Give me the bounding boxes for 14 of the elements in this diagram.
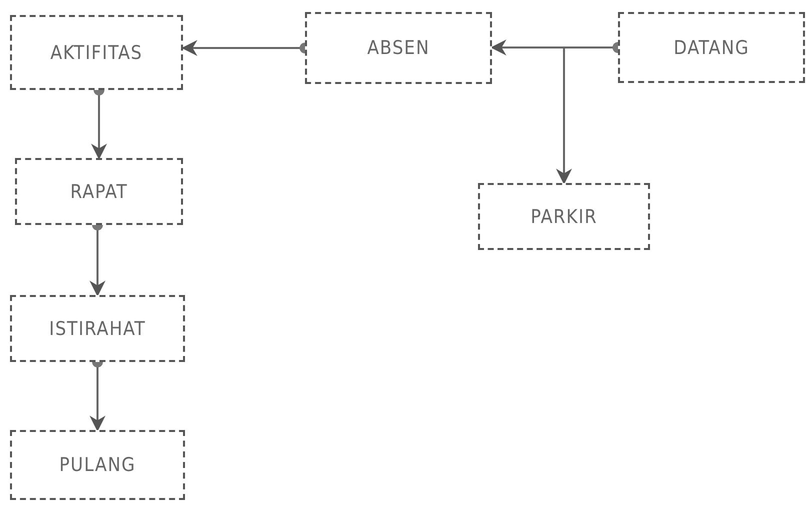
process-box [10,430,185,500]
process-box [10,295,185,362]
box-label: PULANG [59,454,136,476]
box-label: RAPAT [70,180,128,202]
process-box [305,12,492,84]
box-label: PARKIR [530,206,598,228]
box-label: ISTIRAHAT [49,318,146,340]
box-label: DATANG [674,36,750,58]
process-box [15,158,183,225]
process-box [618,12,805,83]
box-label: AKTIFITAS [50,42,143,64]
process-box [478,183,650,250]
box-label: ABSEN [367,37,430,59]
process-box [10,15,183,90]
